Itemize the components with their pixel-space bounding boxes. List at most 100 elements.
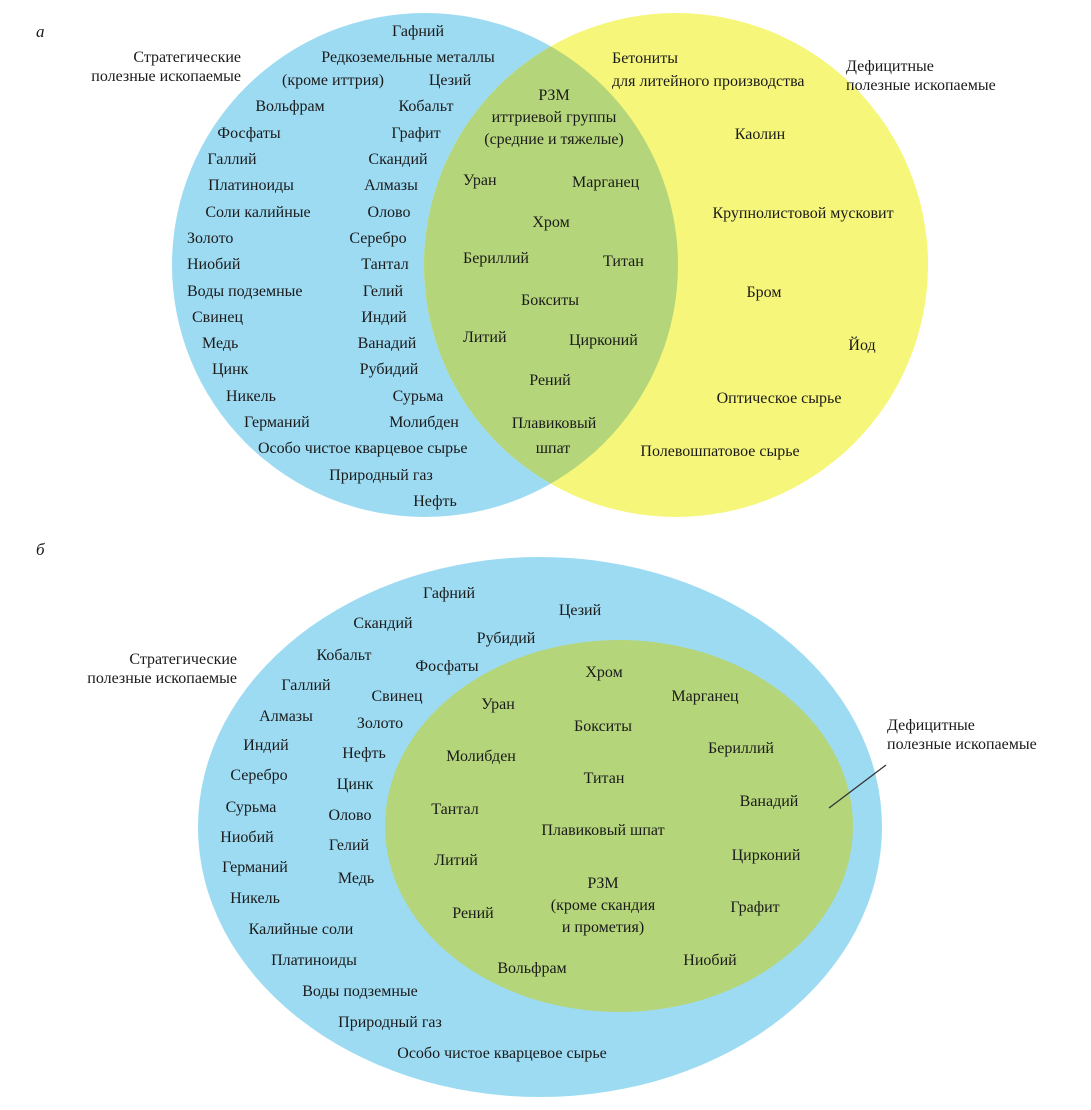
item-label: шпат (535, 440, 571, 457)
item-label: Графит (391, 125, 441, 142)
item-label: Гафний (422, 585, 476, 602)
item-label: Цирконий (731, 847, 801, 864)
item-label: Цирконий (569, 332, 638, 349)
item-label: Бериллий (463, 250, 529, 267)
item-label: Титан (583, 770, 625, 787)
item-label: Никель (230, 890, 280, 907)
panel-b-nested: б Стратегические полезные ископаемые Деф… (0, 530, 1091, 1110)
item-label: Гелий (328, 837, 370, 854)
item-label: Медь (202, 335, 239, 352)
item-label: Молибден (446, 748, 516, 765)
item-label: Индий (361, 309, 407, 326)
item-label: Серебро (230, 767, 288, 784)
item-label: Титан (603, 253, 644, 270)
item-label: Гелий (362, 283, 404, 300)
item-label: Соли калийные (205, 204, 311, 221)
strategic-set-title: Стратегические полезные ископаемые (87, 651, 237, 687)
item-label: Скандий (353, 615, 413, 632)
item-label: Бокситы (574, 718, 632, 735)
item-label: Бокситы (521, 292, 579, 309)
deficit-set-title: Дефицитные полезные ископаемые (887, 717, 1037, 753)
item-label: Алмазы (364, 177, 418, 194)
item-label: Фосфаты (217, 125, 281, 142)
item-label: Особо чистое кварцевое сырье (258, 440, 468, 457)
item-label: Скандий (368, 151, 428, 168)
item-label: Плавиковый шпат (541, 822, 665, 839)
item-label: Плавиковый (511, 415, 597, 432)
item-label: (средние и тяжелые) (484, 131, 624, 148)
nested-shapes (198, 557, 887, 1097)
item-label: Литий (463, 329, 507, 346)
item-label: Свинец (371, 688, 423, 705)
item-label: Каолин (734, 126, 786, 143)
item-label: Природный газ (338, 1014, 442, 1031)
item-label: Природный газ (329, 467, 433, 484)
item-label: Медь (337, 870, 375, 887)
item-label: Тантал (431, 801, 479, 818)
item-label: Литий (434, 852, 478, 869)
item-label: Ванадий (357, 335, 417, 352)
strategic-set-title: Стратегические полезные ископаемые (91, 49, 241, 85)
item-label: Марганец (572, 174, 640, 191)
item-label: Хром (532, 214, 570, 231)
item-label: иттриевой группы (491, 109, 617, 126)
item-label: Галлий (207, 151, 257, 168)
panel-letter-b: б (36, 540, 45, 559)
item-label: Нефть (342, 745, 386, 762)
item-label: Тантал (361, 256, 409, 273)
venn-shapes (172, 13, 928, 517)
item-label: Уран (463, 172, 497, 189)
item-label: Молибден (389, 414, 459, 431)
item-label: Цинк (336, 776, 374, 793)
item-label: Платиноиды (271, 952, 357, 969)
item-label: Олово (328, 807, 372, 824)
item-label: Никель (226, 388, 276, 405)
item-label: Рубидий (476, 630, 536, 647)
item-label: Индий (243, 737, 289, 754)
item-label: Крупнолистовой мусковит (712, 205, 894, 222)
item-label: Гафний (391, 23, 445, 40)
item-label: Рений (529, 372, 571, 389)
item-label: Золото (356, 715, 404, 732)
item-label: (кроме иттрия) (281, 72, 385, 89)
item-label: Кобальт (316, 647, 372, 664)
item-label: Цезий (428, 72, 472, 89)
item-label: Марганец (671, 688, 739, 705)
item-label: Золото (187, 230, 234, 247)
item-label: Воды подземные (302, 983, 418, 1000)
item-label: Фосфаты (415, 658, 479, 675)
item-label: Рубидий (359, 361, 419, 378)
item-label: для литейного производства (612, 73, 805, 90)
item-label: Графит (730, 899, 780, 916)
item-label: Цинк (212, 361, 249, 378)
item-label: Оптическое сырье (716, 390, 842, 407)
item-label: Ванадий (739, 793, 799, 810)
item-label: Воды подземные (187, 283, 303, 300)
item-label: РЗМ (кроме скандия и прометия) (550, 875, 656, 936)
item-label: Ниобий (187, 256, 241, 273)
item-label: Сурьма (225, 799, 277, 816)
item-label: Хром (585, 664, 623, 681)
item-label: Йод (848, 337, 876, 354)
deficit-set-title: Дефицитные полезные ископаемые (846, 58, 996, 94)
item-label: Уран (481, 696, 515, 713)
item-label: Галлий (281, 677, 331, 694)
item-label: Нефть (413, 493, 457, 510)
item-label: РЗМ (538, 87, 570, 104)
deficit-leader-line (828, 764, 887, 809)
item-label: Вольфрам (497, 960, 567, 977)
item-label: Полевошпатовое сырье (640, 443, 800, 460)
item-label: Рений (452, 905, 494, 922)
item-label: Бетониты (612, 50, 678, 67)
item-label: Ниобий (683, 952, 737, 969)
panel-letter-a: а (36, 22, 45, 41)
item-label: Цезий (558, 602, 602, 619)
item-label: Бериллий (708, 740, 774, 757)
item-label: Особо чистое кварцевое сырье (397, 1045, 607, 1062)
item-label: Бром (746, 284, 782, 301)
item-label: Серебро (349, 230, 407, 247)
item-label: Алмазы (259, 708, 313, 725)
item-label: Сурьма (392, 388, 444, 405)
overlap-region (424, 13, 678, 517)
item-label: Ниобий (220, 829, 274, 846)
